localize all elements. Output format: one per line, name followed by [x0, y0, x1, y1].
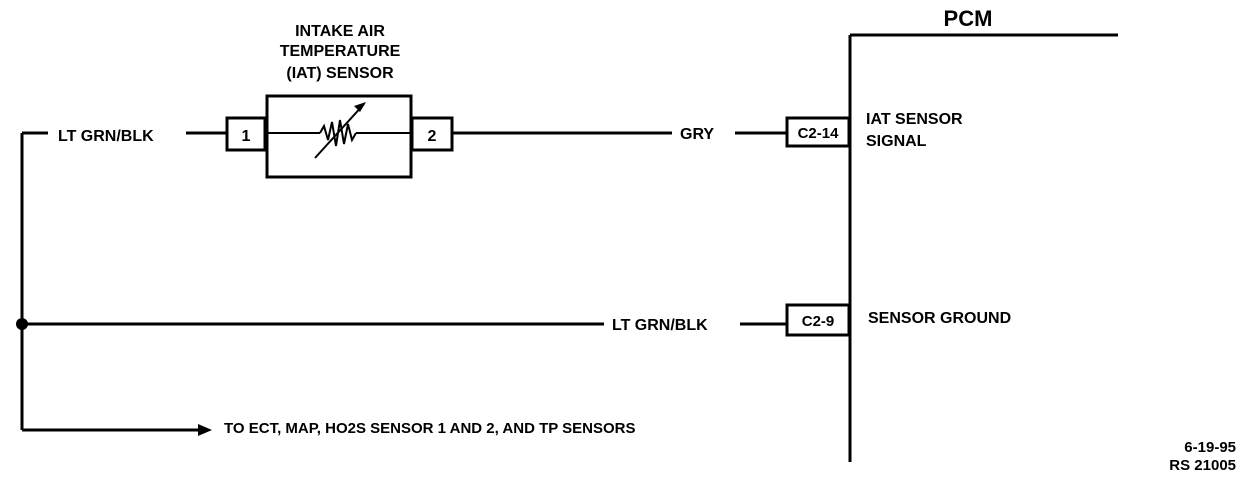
branch-arrow-icon [198, 424, 212, 436]
sensor-title-line2: TEMPERATURE [280, 43, 401, 60]
sensor-title-line3: (IAT) SENSOR [286, 65, 394, 82]
thermistor-icon [267, 102, 411, 159]
sensor-pin1-box [225, 116, 267, 152]
pcm-connector-c2-14 [785, 116, 851, 148]
pcm-connector-c2-9-label: C2-9 [802, 313, 835, 330]
footer-ref: RS 21005 [1169, 457, 1236, 474]
pcm-title: PCM [944, 6, 993, 31]
sensor-ground-label: SENSOR GROUND [868, 310, 1011, 327]
signal-wire-color-label: GRY [680, 126, 714, 143]
branch-note: TO ECT, MAP, HO2S SENSOR 1 AND 2, AND TP… [224, 420, 635, 437]
pcm-connector-c2-14-label: C2-14 [798, 125, 840, 142]
left-wire-color-label: LT GRN/BLK [58, 128, 154, 145]
footer-date: 6-19-95 [1184, 439, 1236, 456]
sensor-pin1-label: 1 [242, 128, 251, 145]
sensor-title-line1: INTAKE AIR [295, 23, 385, 40]
sensor-pin2-label: 2 [428, 128, 437, 145]
iat-signal-label-line1: IAT SENSOR [866, 111, 963, 128]
pcm-connector-c2-9 [785, 303, 851, 337]
iat-sensor-body [265, 94, 413, 179]
iat-signal-label-line2: SIGNAL [866, 133, 927, 150]
ground-wire-color-label: LT GRN/BLK [612, 317, 708, 334]
